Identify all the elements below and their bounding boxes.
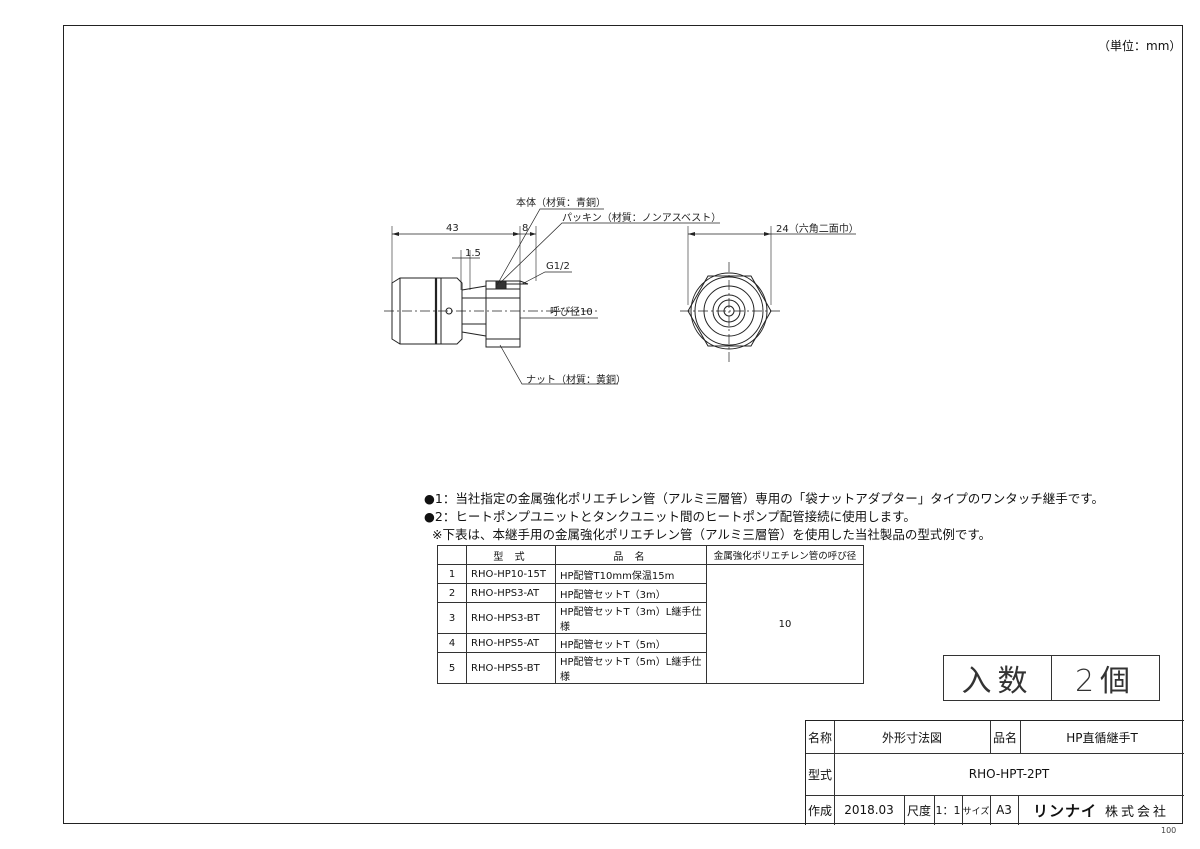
table-row: 1 RHO-HP10-15T HP配管T10mm保温15m 10 [437, 564, 864, 684]
table-row: 2 RHO-HPS3-AT HP配管セットT（3m） [437, 583, 864, 603]
header-model: 型 式 [466, 545, 556, 565]
callout-nut: ナット（材質：黄銅） [526, 373, 626, 386]
divider [1018, 795, 1019, 825]
quantity-box: 入数 2個 [943, 655, 1160, 701]
size-value: A3 [996, 803, 1012, 817]
row-name: HP配管セットT（5m） [555, 633, 707, 653]
note-1: ●1：当社指定の金属強化ポリエチレン管（アルミ三層管）専用の「袋ナットアダプター… [424, 491, 1104, 506]
dim-nut-length: 8 [522, 223, 528, 234]
name-label: 名称 [807, 730, 832, 745]
note-3: ※下表は、本継手用の金属強化ポリエチレン管（アルミ三層管）を使用した当社製品の型… [432, 527, 992, 542]
row-no: 4 [437, 633, 467, 653]
divider [990, 795, 991, 825]
size-label: サイズ [962, 806, 990, 817]
header-diameter: 金属強化ポリエチレン管の呼び径 [706, 545, 864, 565]
header-no [437, 545, 467, 565]
row-model: RHO-HP10-15T [466, 564, 556, 584]
callout-body: 本体（材質：青銅） [516, 196, 606, 209]
dim-gap: 1.5 [465, 248, 481, 259]
divider [806, 753, 1184, 754]
row-no: 5 [437, 652, 467, 684]
row-name: HP配管セットT（3m） [555, 583, 707, 603]
divider [962, 795, 963, 825]
note-2: ●2：ヒートポンプユニットとタンクユニット間のヒートポンプ配管接続に使用します。 [424, 509, 916, 524]
callout-packing: パッキン（材質：ノンアスベスト） [562, 211, 721, 224]
unit-label: （単位：mm） [1098, 39, 1182, 53]
brand-logo: リンナイ [1032, 801, 1097, 820]
product-value: HP直循継手T [1066, 730, 1138, 745]
quantity-value: 2個 [1051, 656, 1159, 700]
row-model: RHO-HPS5-AT [466, 633, 556, 653]
callout-thread: G1/2 [546, 261, 570, 272]
date-value: 2018.03 [844, 803, 894, 817]
header-name: 品 名 [555, 545, 707, 565]
callout-hex: 24（六角二面巾） [776, 222, 859, 235]
dim-overall: 43 [446, 223, 459, 234]
divider [806, 795, 1184, 796]
table-row: 5 RHO-HPS5-BT HP配管セットT（5m）L継手仕様 [437, 652, 864, 684]
row-model: RHO-HPS3-BT [466, 602, 556, 634]
row-model: RHO-HPS3-AT [466, 583, 556, 603]
made-label: 作成 [807, 803, 832, 818]
model-label: 型式 [807, 767, 832, 782]
name-value: 外形寸法図 [881, 730, 942, 745]
drawing-frame [63, 25, 1183, 824]
side-view: 43 8 1.5 本体（材質：青銅） パッキン（材質：ノンアスベスト） G1/2… [384, 196, 721, 386]
row-no: 1 [437, 564, 467, 584]
title-block: 名称 外形寸法図 品名 HP直循継手T 型式 RHO-HPT-2PT 作成 20… [805, 720, 1184, 825]
divider [934, 795, 935, 825]
row-name: HP配管セットT（3m）L継手仕様 [555, 602, 707, 634]
page-number: 100 [1161, 826, 1177, 835]
row-no: 3 [437, 602, 467, 634]
scale-label: 尺度 [906, 803, 931, 818]
table-row: 3 RHO-HPS3-BT HP配管セットT（3m）L継手仕様 [437, 602, 864, 634]
divider [990, 721, 991, 753]
row-model: RHO-HPS5-BT [466, 652, 556, 684]
company-cell: リンナイ 株式会社 [1018, 795, 1184, 825]
divider [904, 795, 905, 825]
divider [834, 721, 835, 825]
product-label: 品名 [992, 730, 1017, 745]
divider [1020, 721, 1021, 753]
front-view: 24（六角二面巾） [680, 222, 859, 362]
model-value: RHO-HPT-2PT [968, 767, 1050, 781]
scale-value: 1：1 [935, 804, 961, 817]
callout-nominal: 呼び径10 [550, 305, 593, 318]
row-no: 2 [437, 583, 467, 603]
table-row: 4 RHO-HPS5-AT HP配管セットT（5m） [437, 633, 864, 653]
product-table: 型 式 品 名 金属強化ポリエチレン管の呼び径 1 RHO-HP10-15T H… [437, 545, 864, 684]
quantity-label: 入数 [961, 664, 1034, 699]
diameter-value: 10 [706, 564, 864, 684]
row-name: HP配管T10mm保温15m [555, 564, 707, 584]
company-suffix: 株式会社 [1105, 804, 1170, 820]
row-name: HP配管セットT（5m）L継手仕様 [555, 652, 707, 684]
table-header-row: 型 式 品 名 金属強化ポリエチレン管の呼び径 [437, 545, 864, 565]
